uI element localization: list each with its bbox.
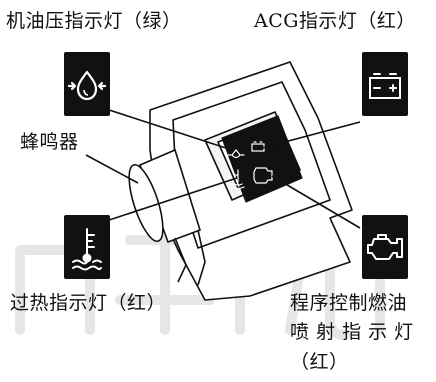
oil-can-icon	[67, 70, 107, 101]
coolant-temperature-icon	[72, 228, 102, 271]
battery-icon	[369, 73, 401, 99]
pgmfi-label-line3: （红）	[290, 351, 349, 373]
overheat-indicator	[64, 215, 110, 279]
pgmfi-label-line1: 程序控制燃油	[290, 292, 408, 314]
oil-pressure-label: 机油压指示灯（绿）	[6, 10, 182, 32]
overheat-label: 过热指示灯（红）	[10, 292, 167, 314]
oil-pressure-indicator	[64, 52, 110, 116]
pgmfi-indicator	[362, 215, 408, 279]
acg-label: ACG指示灯（红）	[254, 10, 416, 32]
acg-indicator	[362, 52, 408, 116]
engine-check-icon	[367, 234, 403, 260]
buzzer-label: 蜂鸣器	[20, 131, 79, 153]
pgmfi-label-line2: 喷 射 指 示 灯	[290, 321, 414, 343]
